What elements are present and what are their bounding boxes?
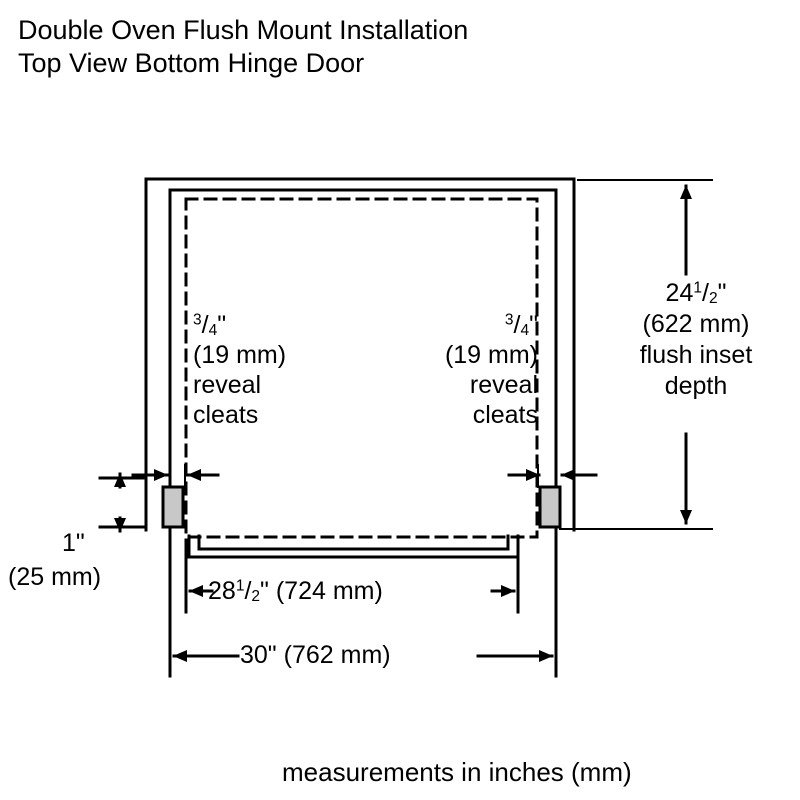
dimension-reveal-left <box>131 464 220 488</box>
page-title: Double Oven Flush Mount Installation Top… <box>18 14 468 80</box>
door-handle <box>187 534 520 559</box>
label-flush-inset-depth: 241/2" (622 mm) flush inset depth <box>596 278 796 402</box>
outer-width-metric: (762 mm) <box>283 641 391 669</box>
cleat-left-fraction: 3/4" <box>193 310 286 340</box>
cleat-left-numerator: 3 <box>193 311 202 329</box>
depth-word1: flush inset <box>639 341 753 369</box>
cabinet-outer-outline <box>144 177 576 532</box>
dimension-depth <box>559 179 713 530</box>
extension-lines-bottom <box>168 530 558 678</box>
title-line-1: Double Oven Flush Mount Installation <box>18 15 469 45</box>
cleat-right-word2: cleats <box>472 401 538 429</box>
label-hinge-offset-metric: (25 mm) <box>8 563 102 591</box>
inner-width-numerator: 1 <box>235 577 245 595</box>
label-reveal-cleats-right: 3/4" (19 mm) reveal cleats <box>398 310 538 430</box>
dimension-hinge-offset <box>98 472 148 533</box>
oven-body-dashed <box>184 197 539 539</box>
label-reveal-cleats-left: 3/4" (19 mm) reveal cleats <box>193 310 286 430</box>
cleat-right-fraction: 3/4" <box>398 310 538 340</box>
dimension-reveal-right <box>507 464 598 488</box>
inner-width-denominator: 2 <box>251 587 261 605</box>
cleat-left-word1: reveal <box>193 371 262 399</box>
title-line-2: Top View Bottom Hinge Door <box>18 48 365 78</box>
depth-metric: (622 mm) <box>642 310 750 338</box>
cleat-right-slash: / <box>513 311 521 339</box>
cleat-left-metric: (19 mm) <box>193 341 287 369</box>
cleat-left-slash: / <box>201 311 209 339</box>
hinge-left <box>161 485 185 529</box>
label-inner-width: 281/2" (724 mm) <box>208 576 383 606</box>
hinge-right <box>538 485 562 529</box>
depth-slash: / <box>701 279 709 307</box>
depth-denominator: 2 <box>708 289 718 307</box>
cleat-right-denominator: 4 <box>520 321 530 339</box>
depth-word2: depth <box>664 372 728 400</box>
cleat-left-word2: cleats <box>193 401 259 429</box>
depth-inch-mark: " <box>717 279 727 307</box>
measurement-units-caption: measurements in inches (mm) <box>282 757 632 787</box>
cleat-left-denominator: 4 <box>208 321 218 339</box>
label-hinge-offset-inches: 1" <box>62 529 85 557</box>
inner-width-metric: (724 mm) <box>275 577 383 605</box>
depth-whole: 24 <box>665 279 694 307</box>
cleat-right-numerator: 3 <box>504 311 514 329</box>
label-outer-width: 30" (762 mm) <box>240 640 391 670</box>
cleat-right-word1: reveal <box>469 371 538 399</box>
depth-numerator: 1 <box>693 279 702 297</box>
depth-value: 241/2" <box>596 278 796 309</box>
cleat-right-inch-mark: " <box>529 311 538 339</box>
inner-width-slash: / <box>244 577 252 605</box>
inner-width-inch-mark: " <box>260 577 269 605</box>
cabinet-inner-outline <box>168 188 558 534</box>
inner-width-whole: 28 <box>208 577 236 605</box>
cleat-right-metric: (19 mm) <box>444 341 538 369</box>
cleat-left-inch-mark: " <box>217 311 227 339</box>
outer-width-inches: 30" <box>240 641 277 669</box>
